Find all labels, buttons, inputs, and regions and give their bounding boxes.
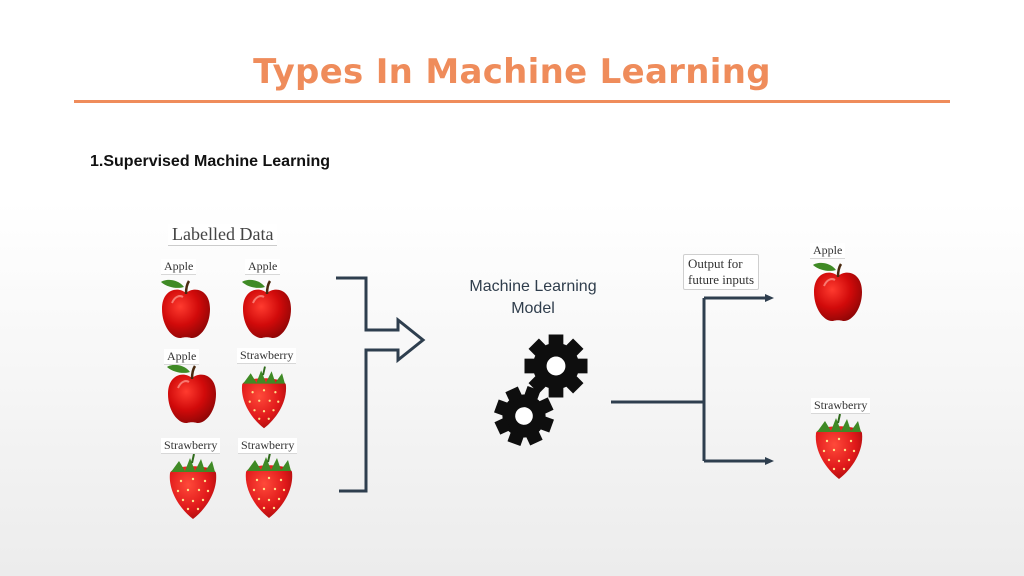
fruit-label: Apple [164,349,200,365]
gears-icon [486,334,588,454]
output-connector [611,296,766,463]
output-fruits [811,261,864,480]
apple-icon [240,278,293,340]
apple-icon [159,278,212,340]
labelled-data-label: Labelled Data [168,224,278,246]
strawberry-icon [240,365,288,430]
training-fruits [159,278,294,520]
output-label: Output for future inputs [683,254,760,290]
fruit-label: Strawberry [237,348,297,364]
slide-title: Types In Machine Learning [253,52,771,92]
model-label-line2: Model [511,300,555,317]
fruit-label: Apple [161,259,197,275]
output-fruit-label: Apple [810,243,846,259]
output-label-line1: Output for [688,256,743,271]
fruit-label: Apple [245,259,281,275]
apple-icon [165,363,218,425]
apple-icon [811,261,864,323]
arrow-right-icon [765,294,774,302]
model-label: Machine Learning Model [448,276,618,320]
arrow-right-icon [765,457,774,465]
strawberry-icon [168,453,218,520]
output-label-line2: future inputs [688,272,755,287]
model-label-line1: Machine Learning [469,278,597,295]
section-heading: 1.Supervised Machine Learning [90,153,331,170]
output-fruit-label: Strawberry [811,398,871,414]
input-bracket [336,276,426,493]
fruit-label: Strawberry [161,438,221,454]
fruit-label: Strawberry [238,438,298,454]
strawberry-icon [814,413,864,480]
title-underline [74,100,950,103]
strawberry-icon [244,452,294,519]
